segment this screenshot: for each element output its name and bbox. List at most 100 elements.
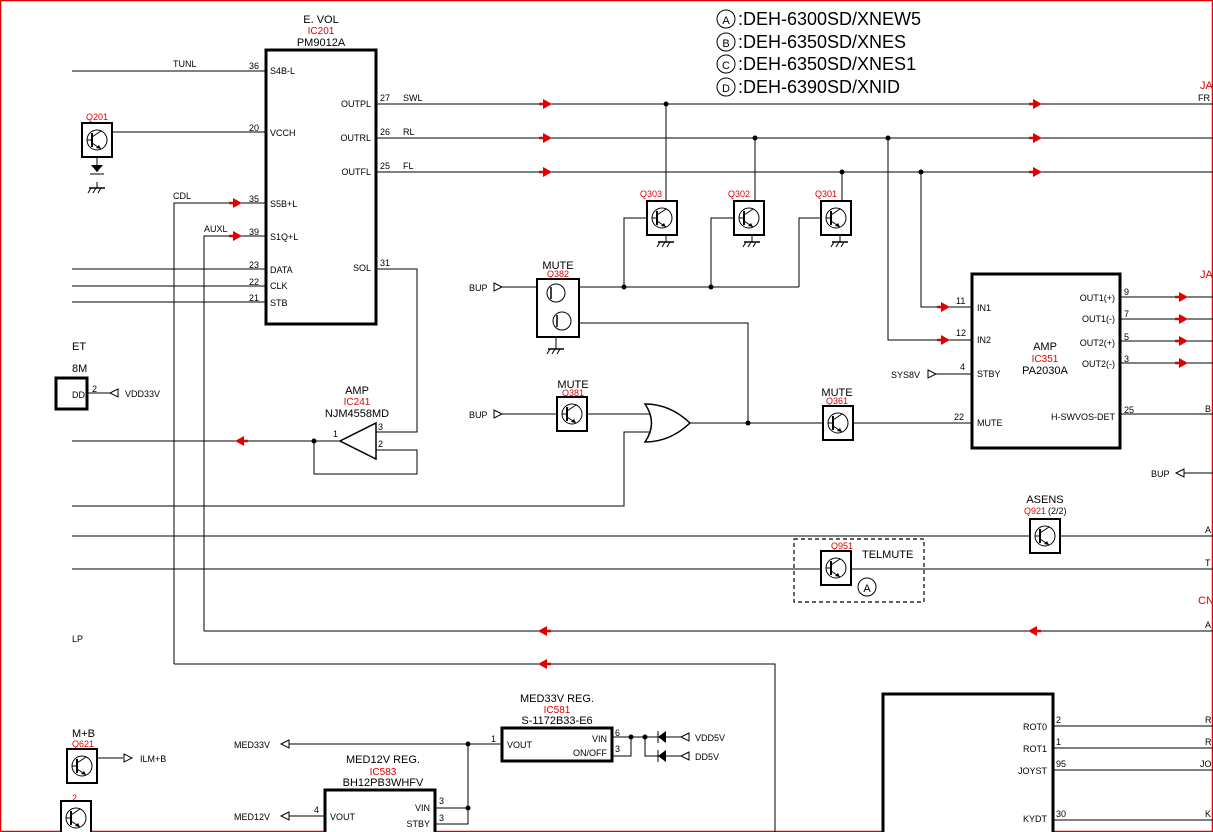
net-rl: RL — [403, 127, 415, 137]
svg-text:A: A — [1205, 525, 1211, 535]
svg-text:OUT1(-): OUT1(-) — [1082, 314, 1115, 324]
svg-text:MUTE: MUTE — [557, 379, 588, 391]
net-auxl: AUXL — [204, 224, 228, 234]
mute-q381: MUTE Q381 BUP — [72, 379, 823, 507]
net-vdd33v: VDD33V — [125, 389, 160, 399]
svg-text:DD: DD — [72, 390, 85, 400]
svg-text:2: 2 — [92, 384, 97, 394]
svg-text:ROT0: ROT0 — [1023, 722, 1047, 732]
net-swl: SWL — [403, 93, 423, 103]
svg-text:FR: FR — [1198, 93, 1210, 103]
svg-text:39: 39 — [249, 227, 259, 237]
right-edge-fragments: JA FR JA B A T CN A R R JO K — [1198, 80, 1213, 819]
svg-text:Q201: Q201 — [86, 112, 108, 122]
svg-text:OUT1(+): OUT1(+) — [1080, 293, 1115, 303]
svg-text:AMP: AMP — [1033, 341, 1057, 353]
svg-text:R: R — [1205, 715, 1212, 725]
svg-text:4: 4 — [314, 805, 319, 815]
svg-text:35: 35 — [249, 194, 259, 204]
svg-text:Q382: Q382 — [547, 269, 569, 279]
svg-text:CN: CN — [1198, 595, 1213, 607]
svg-text:22: 22 — [249, 277, 259, 287]
svg-text:S5B+L: S5B+L — [270, 199, 297, 209]
svg-text:VOUT: VOUT — [330, 812, 356, 822]
svg-text:OUTPL: OUTPL — [341, 99, 371, 109]
ic351-amp: AMP IC351 PA2030A IN1 IN2 STBY MUTE OUT1… — [954, 272, 1134, 450]
svg-text:Q302: Q302 — [728, 189, 750, 199]
svg-text:Q621: Q621 — [72, 739, 94, 749]
net-sys8v: SYS8V — [891, 370, 920, 380]
svg-text:IN1: IN1 — [977, 303, 991, 313]
svg-text:PA2030A: PA2030A — [1022, 365, 1068, 377]
svg-text::DEH-6390SD/XNID: :DEH-6390SD/XNID — [738, 77, 900, 97]
svg-text:T: T — [1205, 558, 1211, 568]
svg-text:VIN: VIN — [415, 803, 430, 813]
svg-text:22: 22 — [954, 412, 964, 422]
svg-text:31: 31 — [380, 258, 390, 268]
svg-text:IC351: IC351 — [1032, 354, 1059, 365]
net-med12v: MED12V — [234, 812, 270, 822]
net-ilmb: ILM+B — [140, 754, 166, 764]
svg-text:1: 1 — [1056, 737, 1061, 747]
svg-text:Q361: Q361 — [826, 396, 848, 406]
svg-text:IN2: IN2 — [977, 335, 991, 345]
svg-text:A: A — [722, 15, 730, 27]
svg-text:LP: LP — [72, 634, 83, 644]
svg-text:R: R — [1205, 737, 1212, 747]
svg-text:ON/OFF: ON/OFF — [573, 748, 607, 758]
svg-text:OUTRL: OUTRL — [340, 133, 371, 143]
svg-text:B: B — [1205, 404, 1211, 414]
net-dd5v: DD5V — [695, 752, 719, 762]
ic201-name: E. VOL — [303, 14, 338, 26]
svg-text:JA: JA — [1200, 269, 1213, 281]
svg-text:5: 5 — [1124, 332, 1129, 342]
svg-text:DATA: DATA — [270, 265, 293, 275]
svg-text:ET: ET — [72, 341, 86, 353]
svg-text:K: K — [1205, 809, 1211, 819]
net-fl: FL — [403, 161, 414, 171]
svg-text:VIN: VIN — [592, 734, 607, 744]
svg-text:OUT2(+): OUT2(+) — [1080, 338, 1115, 348]
telmute-q951: Q951 TELMUTE A — [793, 538, 925, 603]
svg-text:JO: JO — [1200, 759, 1212, 769]
svg-text:D: D — [722, 83, 730, 95]
ic201-part: PM9012A — [297, 37, 346, 49]
svg-text:9: 9 — [1124, 287, 1129, 297]
svg-text:MUTE: MUTE — [542, 260, 573, 272]
left-edge-fragments: ET 8M DD 2 VDD33V LP M+B Q621 ILM+B 2 — [54, 341, 166, 832]
variant-a: A:DEH-6300SD/XNEW5 — [716, 9, 921, 29]
svg-text:21: 21 — [249, 293, 259, 303]
svg-text:MUTE: MUTE — [821, 387, 852, 399]
svg-text:4: 4 — [960, 362, 965, 372]
svg-text:3: 3 — [1124, 354, 1129, 364]
svg-text:MUTE: MUTE — [977, 418, 1003, 428]
svg-text:JA: JA — [1200, 80, 1213, 92]
svg-text:ROT1: ROT1 — [1023, 744, 1047, 754]
svg-text:23: 23 — [249, 260, 259, 270]
svg-text::DEH-6350SD/XNES: :DEH-6350SD/XNES — [738, 32, 906, 52]
svg-text:M+B: M+B — [72, 728, 95, 740]
svg-text:36: 36 — [249, 61, 259, 71]
svg-text:8M: 8M — [72, 363, 87, 375]
svg-text:STBY: STBY — [977, 369, 1001, 379]
net-bup-2: BUP — [469, 410, 488, 420]
svg-text:MED12V REG.: MED12V REG. — [346, 754, 420, 766]
mute-q361: MUTE Q361 — [821, 387, 972, 441]
svg-text:IC241: IC241 — [344, 397, 371, 408]
svg-text:H-SWVOS-DET: H-SWVOS-DET — [1051, 412, 1116, 422]
svg-text:3: 3 — [439, 813, 444, 823]
svg-text:Q301: Q301 — [815, 189, 837, 199]
svg-text:11: 11 — [956, 296, 965, 306]
ic201-e-vol: E. VOL IC201 PM9012A S4B-L VCCH S5B+L S1… — [249, 14, 390, 326]
svg-text:NJM4558MD: NJM4558MD — [325, 408, 389, 420]
svg-text:MED33V REG.: MED33V REG. — [520, 693, 594, 705]
svg-text:VOUT: VOUT — [507, 740, 533, 750]
svg-text:2: 2 — [1056, 715, 1061, 725]
svg-text:OUTFL: OUTFL — [341, 167, 371, 177]
svg-text:2: 2 — [72, 793, 77, 803]
svg-text:Q921: Q921 — [1024, 506, 1046, 516]
svg-text:12: 12 — [956, 328, 966, 338]
svg-text:3: 3 — [615, 744, 620, 754]
svg-text:1: 1 — [333, 429, 338, 439]
svg-text:IC583: IC583 — [370, 767, 397, 778]
